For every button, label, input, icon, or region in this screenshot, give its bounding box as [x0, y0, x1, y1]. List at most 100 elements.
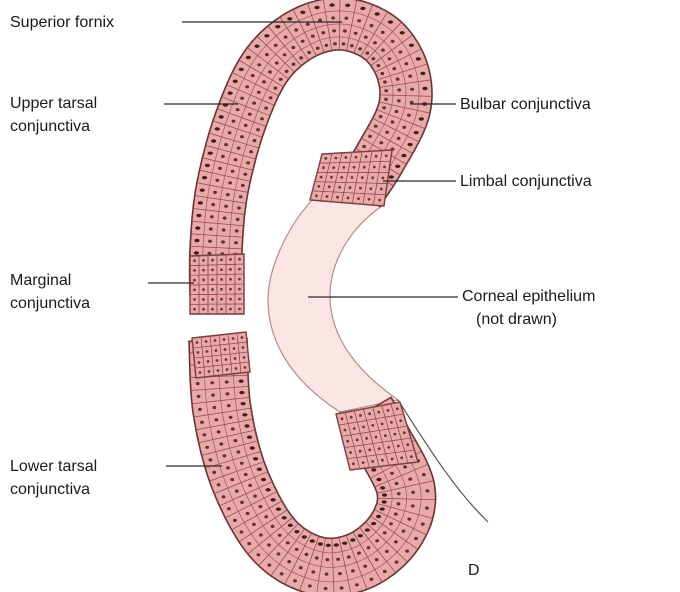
limbal-block-upper-nucleus [380, 188, 383, 191]
marginal-block-lower-nucleus [215, 349, 218, 352]
limbal-block-lower-nucleus [384, 434, 387, 437]
upper-conjunctiva-nucleus [395, 110, 399, 113]
lower-conjunctiva-nucleus [311, 570, 315, 573]
upper-conjunctiva-nucleus [224, 143, 228, 146]
upper-conjunctiva-nucleus [325, 44, 329, 47]
label-marginal-line2: conjunctiva [10, 295, 90, 312]
upper-conjunctiva-nucleus [380, 72, 384, 75]
limbal-block-lower-nucleus [368, 412, 371, 415]
marginal-block-lower-nucleus [224, 348, 227, 351]
upper-conjunctiva-nucleus [388, 20, 393, 23]
upper-conjunctiva-nucleus [358, 47, 362, 50]
limbal-block-upper-nucleus [385, 154, 388, 157]
upper-conjunctiva-nucleus [332, 29, 336, 32]
marginal-block-upper-nucleus [220, 278, 223, 281]
lower-conjunctiva-nucleus [226, 466, 230, 469]
upper-conjunctiva-nucleus [301, 40, 305, 43]
upper-conjunctiva-nucleus [221, 155, 225, 158]
lower-conjunctiva-nucleus [326, 558, 330, 561]
limbal-block-upper-nucleus [322, 166, 325, 169]
upper-conjunctiva-nucleus [342, 42, 346, 45]
lower-conjunctiva-nucleus [200, 421, 204, 424]
limbal-block-upper-nucleus [353, 166, 356, 169]
lower-conjunctiva-nucleus [355, 583, 359, 586]
upper-conjunctiva-nucleus [383, 80, 387, 83]
lower-conjunctiva-nucleus [217, 483, 221, 486]
upper-conjunctiva-nucleus [384, 98, 388, 101]
upper-conjunctiva-nucleus [343, 29, 347, 32]
lower-conjunctiva-nucleus [257, 553, 261, 556]
upper-conjunctiva-nucleus [408, 143, 413, 146]
upper-conjunctiva-nucleus [396, 78, 400, 81]
limbal-block-lower-nucleus [368, 449, 371, 452]
upper-conjunctiva-nucleus [400, 31, 405, 34]
limbal-block-lower-nucleus [371, 460, 374, 463]
marginal-block-lower-nucleus [232, 337, 235, 340]
upper-conjunctiva-nucleus [249, 150, 253, 153]
upper-conjunctiva-nucleus [371, 57, 375, 60]
marginal-block-upper-nucleus [193, 269, 196, 272]
upper-conjunctiva-nucleus [254, 45, 259, 48]
upper-conjunctiva-nucleus [239, 68, 244, 71]
upper-conjunctiva-nucleus [316, 47, 320, 50]
upper-conjunctiva-nucleus [256, 128, 260, 131]
lower-conjunctiva-nucleus [310, 539, 315, 542]
lower-conjunctiva-nucleus [244, 424, 249, 427]
upper-conjunctiva-nucleus [274, 44, 278, 47]
upper-conjunctiva-nucleus [407, 114, 411, 117]
lower-conjunctiva-nucleus [394, 540, 398, 543]
marginal-block-lower-nucleus [216, 359, 219, 362]
upper-conjunctiva-nucleus [210, 215, 214, 218]
limbal-block-lower-nucleus [391, 458, 394, 461]
marginal-block-lower-nucleus [205, 340, 208, 343]
upper-conjunctiva-nucleus [314, 6, 319, 9]
marginal-block-upper-nucleus [238, 278, 241, 281]
marginal-block-lower-nucleus [199, 371, 202, 374]
limbal-block-upper-nucleus [361, 176, 364, 179]
lower-conjunctiva-nucleus [235, 490, 239, 493]
lower-conjunctiva-nucleus [205, 446, 209, 449]
limbal-block-upper-nucleus [315, 194, 318, 197]
lower-conjunctiva-nucleus [308, 584, 312, 587]
lower-conjunctiva-nucleus [241, 402, 246, 405]
lower-conjunctiva-nucleus [248, 484, 252, 487]
limbal-block-lower-nucleus [377, 411, 380, 414]
lower-conjunctiva-nucleus [376, 515, 381, 518]
marginal-block-upper-nucleus [202, 269, 205, 272]
label-upper-tarsal-line1: Upper tarsal [10, 95, 97, 112]
upper-conjunctiva-nucleus [391, 40, 395, 43]
marginal-block-upper-nucleus [238, 298, 241, 301]
label-marginal-line1: Marginal [10, 272, 71, 289]
lower-conjunctiva-nucleus [244, 473, 248, 476]
lower-conjunctiva-nucleus [422, 473, 426, 476]
lower-conjunctiva-nucleus [233, 519, 237, 522]
label-lower-tarsal-line2: conjunctiva [10, 481, 90, 498]
lower-conjunctiva-nucleus [278, 534, 282, 537]
cornea-region [268, 200, 398, 412]
lower-conjunctiva-nucleus [293, 579, 297, 582]
lower-conjunctiva-nucleus [276, 508, 281, 511]
lower-conjunctiva-nucleus [261, 478, 266, 481]
upper-conjunctiva-nucleus [232, 120, 236, 123]
lower-conjunctiva-nucleus [295, 548, 299, 551]
marginal-block-upper-nucleus [211, 278, 214, 281]
lower-conjunctiva-nucleus [397, 492, 401, 495]
upper-conjunctiva-nucleus [211, 139, 216, 142]
upper-conjunctiva-nucleus [401, 154, 406, 157]
marginal-block-upper-nucleus [193, 279, 196, 282]
limbal-block-lower-nucleus [396, 407, 399, 410]
lower-conjunctiva-nucleus [390, 472, 394, 475]
upper-conjunctiva-nucleus [257, 91, 261, 94]
upper-conjunctiva-nucleus [236, 108, 240, 111]
upper-conjunctiva-nucleus [194, 239, 199, 242]
limbal-block-upper-nucleus [373, 166, 376, 169]
limbal-block-upper-nucleus [342, 166, 345, 169]
limbal-block-lower-nucleus [397, 445, 400, 448]
limbal-block-lower-nucleus [359, 414, 362, 417]
label-limbal: Limbal conjunctiva [460, 173, 592, 190]
upper-conjunctiva-nucleus [362, 145, 366, 148]
upper-conjunctiva-nucleus [195, 226, 200, 229]
marginal-block-upper-nucleus [193, 308, 196, 311]
upper-conjunctiva-nucleus [333, 42, 337, 45]
marginal-block-lower-nucleus [244, 366, 247, 369]
